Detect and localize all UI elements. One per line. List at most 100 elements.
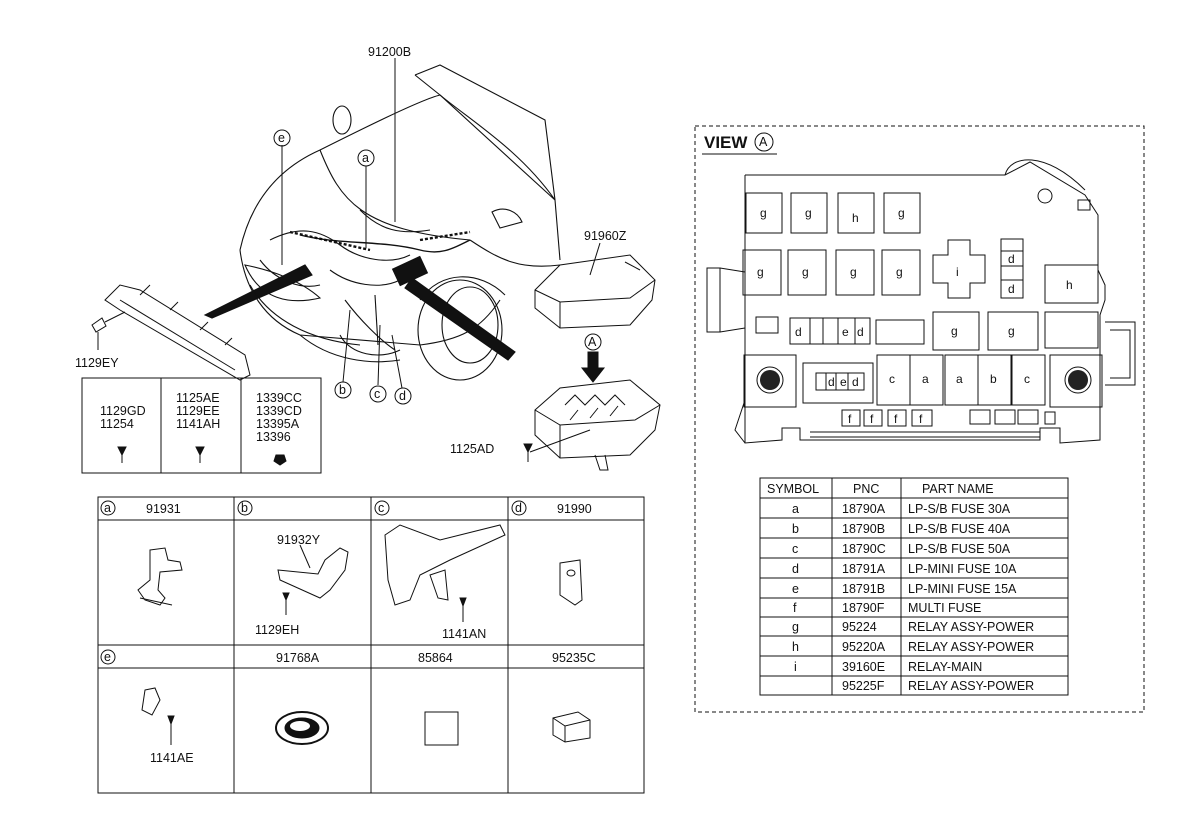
grid-e-label-1: 1141AE	[150, 751, 194, 765]
view-multi-3-label: f	[894, 412, 898, 426]
legend-header-name: PART NAME	[922, 482, 994, 496]
view-r3-relay-1-label: g	[951, 324, 958, 338]
view-multi-3	[887, 409, 907, 427]
view-mini-d1-label: d	[1008, 252, 1015, 266]
ref-e-label: e	[278, 131, 285, 145]
bolt-col3-2: 1339CD	[256, 404, 302, 418]
view-title-marker-label: A	[759, 135, 768, 149]
legend-row-8-symbol: h	[792, 640, 799, 654]
bracket-rail	[91, 284, 251, 381]
view-r4-big-4	[977, 354, 1012, 406]
legend-row-2-name: LP-S/B FUSE 40A	[908, 522, 1011, 536]
grid-c-label-1: 1141AN	[442, 627, 486, 641]
ref-circle-d: d	[394, 387, 412, 405]
parts-grid	[97, 496, 645, 794]
view-r4-big-4-label: b	[990, 372, 997, 386]
legend-row-6-pnc: 18790F	[842, 601, 885, 615]
view-r3-blank	[875, 319, 925, 345]
legend-row-5-pnc: 18791B	[842, 582, 885, 596]
callout-1125AD: 1125AD	[450, 442, 494, 456]
callout-91960Z: 91960Z	[584, 229, 627, 243]
view-marker-arrow: A	[580, 333, 606, 383]
view-small-square	[755, 316, 779, 334]
view-r4-small-fuses	[802, 362, 874, 404]
view-r3-blank-right	[1044, 311, 1099, 349]
legend-row-4-symbol: d	[792, 562, 799, 576]
view-r3-relay-2-label: g	[1008, 324, 1015, 338]
legend-row-9-pnc: 39160E	[842, 660, 885, 674]
legend-row-3-pnc: 18790C	[842, 542, 886, 556]
view-slot-r1-1-label: g	[760, 206, 767, 220]
view-relay-main-label: i	[956, 265, 959, 279]
view-mini-d2-label: d	[1008, 282, 1015, 296]
view-r3-d2-label: d	[857, 325, 864, 339]
view-r4-big-2	[909, 354, 944, 406]
view-r3-small-fuses	[789, 317, 871, 345]
grid-pnc-95235C: 95235C	[552, 651, 596, 665]
grid-letter-a: a	[104, 501, 111, 515]
view-r4-big-2-label: a	[922, 372, 929, 386]
view-slot-r2-3	[835, 249, 875, 296]
bolt-col3-4: 13396	[256, 430, 291, 444]
legend-row-5-name: LP-MINI FUSE 15A	[908, 582, 1017, 596]
view-title: VIEW	[704, 133, 748, 152]
view-multi-1-label: f	[848, 412, 852, 426]
fuse-box-cover	[534, 242, 656, 329]
view-bolt-left-frame	[743, 354, 797, 408]
grid-letter-d: d	[515, 501, 522, 515]
view-slot-r2-2-label: g	[802, 265, 809, 279]
legend-row-9-symbol: i	[794, 660, 797, 674]
view-slot-h-right-label: h	[1066, 278, 1073, 292]
legend-row-7-symbol: g	[792, 620, 799, 634]
view-multi-4-label: f	[919, 412, 923, 426]
view-relay-main	[932, 239, 986, 299]
legend-row-6-name: MULTI FUSE	[908, 601, 981, 615]
view-panel-frame	[694, 125, 1145, 713]
grid-pnc-d: 91990	[557, 502, 592, 516]
ref-a-label: a	[362, 151, 369, 165]
view-r4-e-label: e	[840, 375, 847, 389]
view-r4-big-1-label: c	[889, 372, 895, 386]
bolt-col2-1: 1125AE	[176, 391, 220, 405]
view-slot-r1-2-label: g	[805, 206, 812, 220]
legend-row-1-name: LP-S/B FUSE 30A	[908, 502, 1011, 516]
ref-circle-b: b	[334, 381, 352, 399]
bolt-col1-1: 1129GD	[100, 404, 146, 418]
fuse-box-outline	[706, 159, 1136, 444]
view-slot-r1-4-label: g	[898, 206, 905, 220]
view-mini-fuse-column	[1000, 238, 1024, 299]
view-multi-2-label: f	[870, 412, 874, 426]
grid-letter-c: c	[378, 501, 384, 515]
bolt-col2-2: 1129EE	[176, 404, 220, 418]
view-slot-r1-3-label: h	[852, 211, 859, 225]
legend-row-1-pnc: 18790A	[842, 502, 886, 516]
bolt-col3-3: 13395A	[256, 417, 300, 431]
grid-b-label-2: 1129EH	[255, 623, 299, 637]
ref-circle-a: a	[357, 149, 375, 167]
view-bolt-right-frame	[1049, 354, 1103, 408]
ref-circle-e: e	[273, 129, 291, 147]
view-r3-d1-label: d	[795, 325, 802, 339]
view-r4-big-3-label: a	[956, 372, 963, 386]
view-r3-e-label: e	[842, 325, 849, 339]
view-bolt-left	[756, 366, 784, 394]
bolt-table	[81, 377, 322, 474]
view-slot-r1-3	[837, 192, 875, 234]
legend-row-2-pnc: 18790B	[842, 522, 885, 536]
legend-row-6-symbol: f	[793, 601, 797, 615]
car-leaders	[281, 58, 403, 389]
legend-row-8-pnc: 95220A	[842, 640, 886, 654]
legend-row-1-symbol: a	[792, 502, 799, 516]
grid-pnc-85864: 85864	[418, 651, 453, 665]
grid-letter-b: b	[241, 501, 248, 515]
ref-d-label: d	[399, 389, 406, 403]
legend-header-symbol: SYMBOL	[767, 482, 819, 496]
grid-pnc-91768A: 91768A	[276, 651, 320, 665]
view-slot-r1-1	[745, 192, 783, 234]
view-r4-big-5-label: c	[1024, 372, 1030, 386]
grid-pnc-a: 91931	[146, 502, 181, 516]
view-slot-r1-4	[883, 192, 921, 234]
legend-row-9-name: RELAY-MAIN	[908, 660, 982, 674]
legend-row-3-name: LP-S/B FUSE 50A	[908, 542, 1011, 556]
legend-row-7-name: RELAY ASSY-POWER	[908, 620, 1034, 634]
